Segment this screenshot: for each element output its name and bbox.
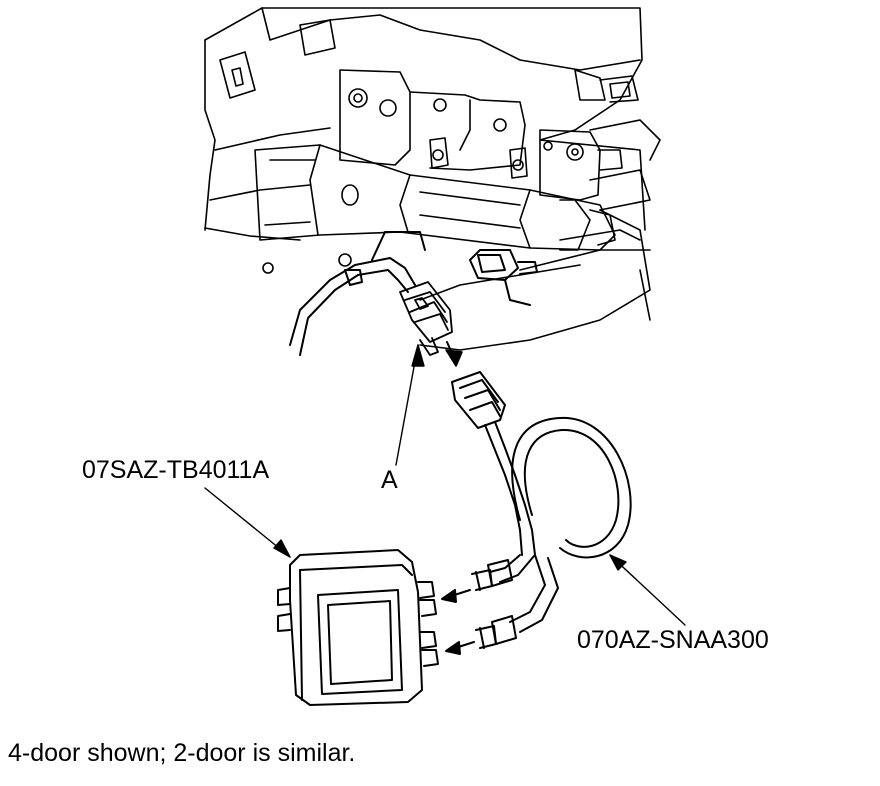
leader-lines — [204, 344, 686, 626]
connector-a-label: A — [381, 466, 398, 494]
tool-box-07SAZ-TB4011A — [277, 549, 439, 706]
dashboard-structure — [204, 7, 661, 351]
tool-box-label: 07SAZ-TB4011A — [82, 456, 270, 484]
harness-label: 070AZ-SNAA300 — [577, 626, 769, 654]
diagram-caption: 4-door shown; 2-door is similar. — [8, 739, 356, 767]
tool-harness-070AZ-SNAA300 — [451, 371, 632, 649]
connection-arrow — [445, 341, 463, 367]
plug-arrows — [441, 589, 475, 655]
vehicle-harness — [289, 231, 538, 356]
connector-a — [399, 281, 453, 356]
